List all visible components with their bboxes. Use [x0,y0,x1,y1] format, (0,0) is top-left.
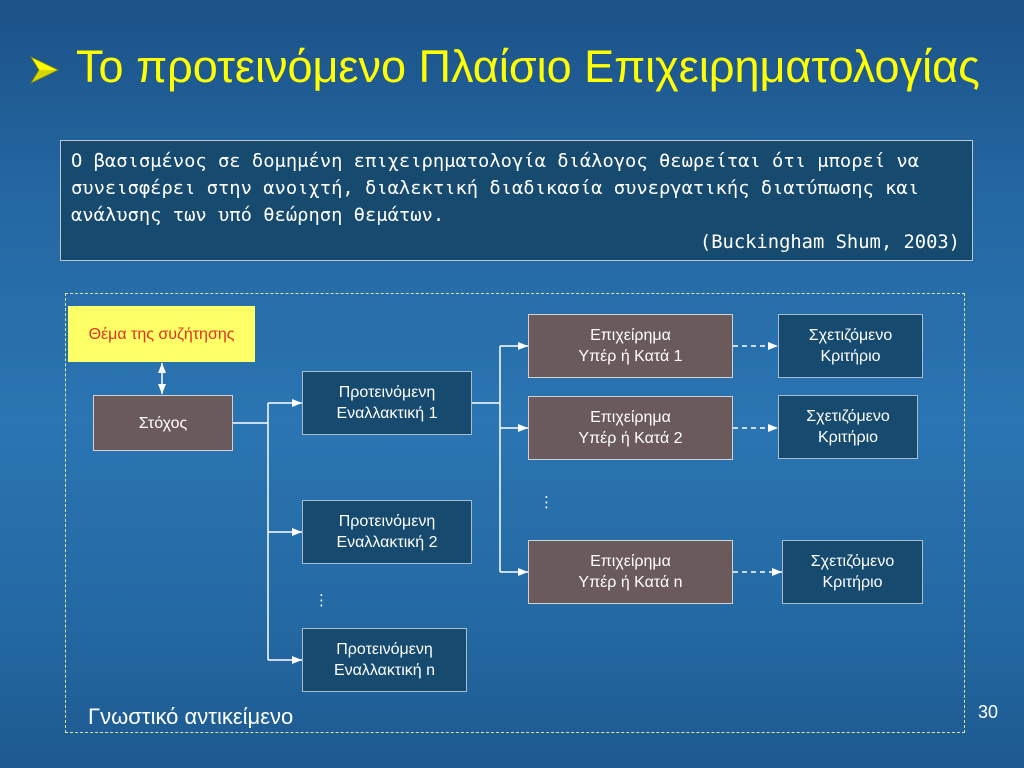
alternative-label-line2: Εναλλακτική 1 [336,405,438,422]
alternative-label-line1: Προτεινόμενη [336,641,433,658]
criterion-box-2: Σχετιζόμενο Κριτήριο [778,395,918,459]
quote-line: συνεισφέρει στην ανοιχτή, διαλεκτική δια… [71,178,920,199]
alternative-label-line2: Εναλλακτική n [333,662,436,679]
alternative-label-line1: Προτεινόμενη [338,384,436,401]
criterion-label-line2: Κριτήριο [822,574,883,591]
criterion-label-line2: Κριτήριο [817,429,879,446]
criterion-label-line1: Σχετιζόμενο [808,327,893,344]
criterion-label-line2: Κριτήριο [820,348,881,365]
goal-box: Στόχος [93,395,233,451]
arrow-bullet-icon [30,56,59,84]
quote-box: Ο βασισμένος σε δομημένη επιχειρηματολογ… [60,140,973,261]
topic-box: Θέμα της συζήτησης [68,306,255,362]
alternative-box-2: Προτεινόμενη Εναλλακτική 2 [302,500,472,564]
criterion-label-line1: Σχετιζόμενο [810,553,895,570]
argument-label-line2: Υπέρ ή Κατά 1 [578,348,683,365]
slide-title: Το προτεινόμενο Πλαίσιο Επιχειρηματολογί… [76,41,980,92]
quote-line: Ο βασισμένος σε δομημένη επιχειρηματολογ… [71,151,920,172]
argument-label-line1: Επιχείρημα [590,553,671,570]
argument-label-line1: Επιχείρημα [590,327,671,344]
knowledge-domain-frame [65,293,965,733]
page-number: 30 [977,702,998,722]
criterion-label-line1: Σχετιζόμενο [806,408,890,425]
alternative-box-1: Προτεινόμενη Εναλλακτική 1 [302,371,472,435]
argument-label-line2: Υπέρ ή Κατά 2 [578,430,683,447]
argument-box-1: Επιχείρημα Υπέρ ή Κατά 1 [528,314,733,378]
quote-citation: (Buckingham Shum, 2003) [699,232,960,253]
quote-line: ανάλυσης των υπό θεώρηση θεμάτων. [71,205,445,226]
topic-label: Θέμα της συζήτησης [88,325,235,343]
argument-box-2: Επιχείρημα Υπέρ ή Κατά 2 [528,396,733,460]
alternative-label-line1: Προτεινόμενη [338,513,436,530]
argument-label-line1: Επιχείρημα [590,409,671,426]
alternative-label-line2: Εναλλακτική 2 [336,534,438,551]
argument-label-line2: Υπέρ ή Κατά n [578,574,683,591]
goal-label: Στόχος [138,414,188,432]
criterion-box-n: Σχετιζόμενο Κριτήριο [782,540,923,604]
alternative-box-n: Προτεινόμενη Εναλλακτική n [302,628,467,692]
knowledge-domain-label: Γνωστικό αντικείμενο [88,704,294,729]
criterion-box-1: Σχετιζόμενο Κριτήριο [778,314,923,378]
alternatives-continuation-mark: ⋮ [314,591,329,609]
argument-box-n: Επιχείρημα Υπέρ ή Κατά n [528,540,733,604]
arguments-continuation-mark: ⋮ [539,493,554,511]
